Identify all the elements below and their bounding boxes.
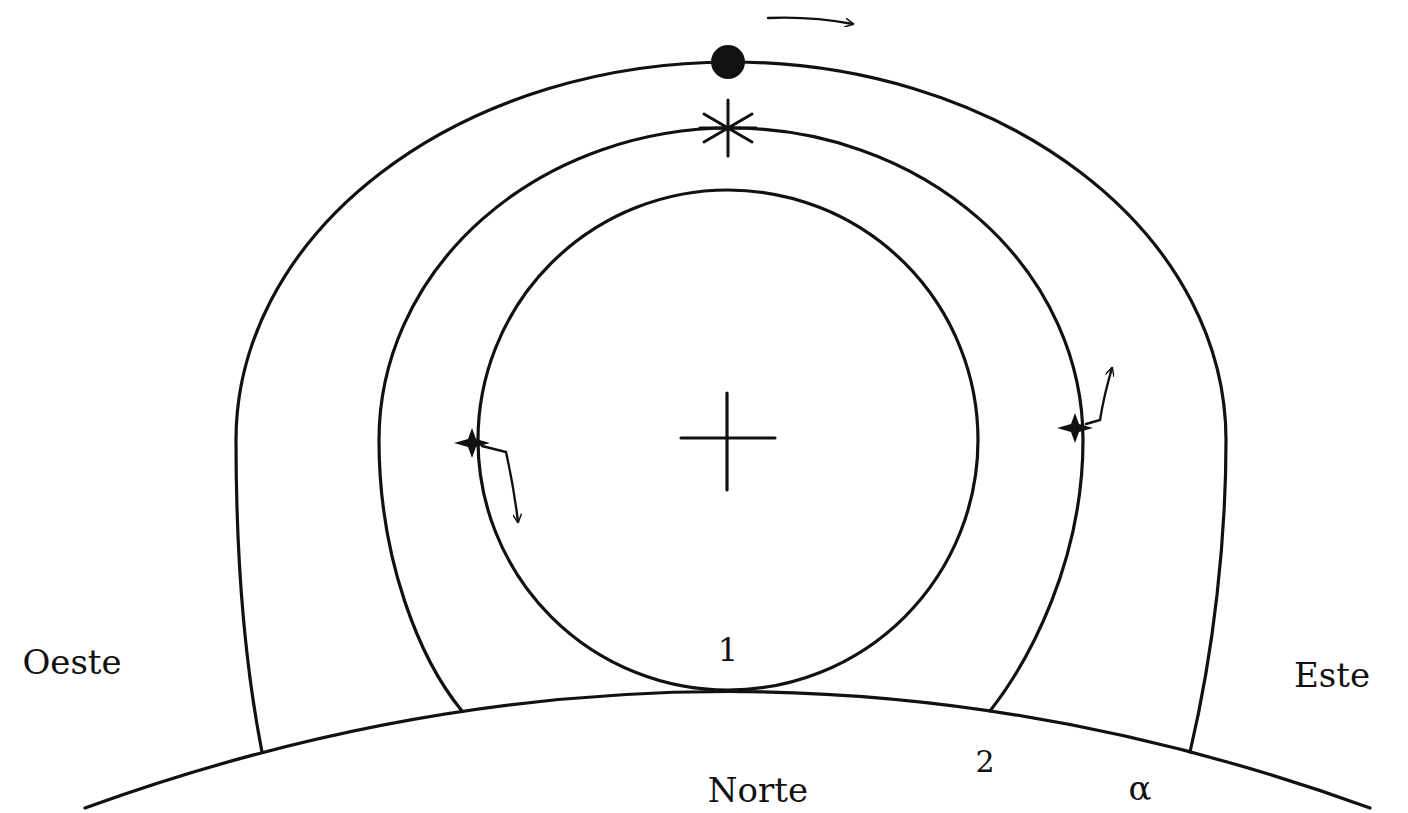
outer-star-arc	[236, 62, 1226, 752]
circle-number: 1	[715, 633, 741, 667]
motion-arrow	[482, 446, 518, 522]
asterisk-star	[700, 100, 756, 156]
horizon-line	[85, 692, 1370, 809]
four-point-star	[1057, 413, 1093, 443]
direction-label: Este	[1291, 657, 1373, 693]
circle-number: 2	[972, 746, 997, 778]
star-dot	[711, 45, 745, 79]
direction-label: Oeste	[19, 644, 124, 680]
motion-arrow	[1086, 368, 1112, 424]
inner-circumpolar-circle	[478, 190, 978, 690]
four-point-star	[454, 428, 490, 458]
star-label: α	[1126, 770, 1155, 806]
pole-cross	[681, 393, 775, 490]
middle-star-arc	[379, 128, 1083, 711]
direction-label: Norte	[705, 772, 811, 808]
motion-arrow	[768, 18, 853, 24]
